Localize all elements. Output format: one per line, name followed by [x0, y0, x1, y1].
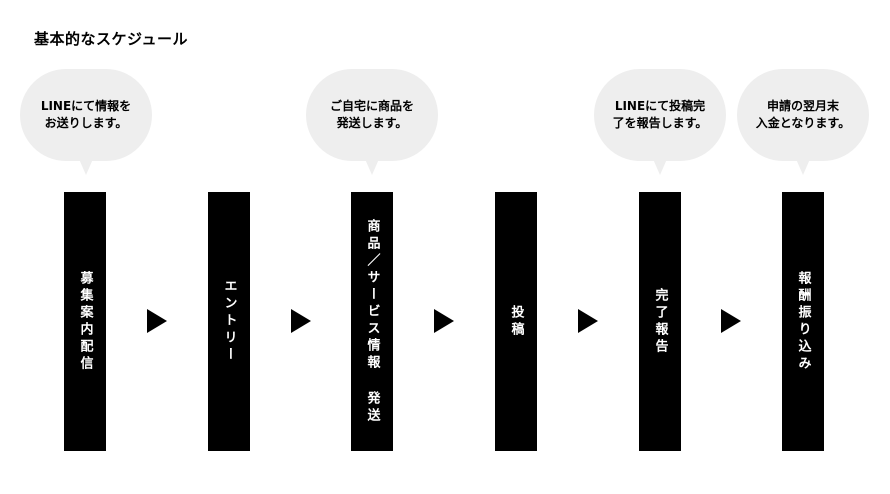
speech-bubble-text: LINEにて投稿完 了を報告します。: [612, 99, 708, 130]
arrow-right-icon: [578, 309, 598, 333]
step-label: 募集案内配信: [77, 270, 93, 373]
speech-bubble-text: ご自宅に商品を 発送します。: [329, 99, 414, 130]
speech-bubble-shipping: ご自宅に商品を 発送します。: [306, 69, 438, 175]
page-title: 基本的なスケジュール: [34, 30, 188, 48]
speech-bubble-text: LINEにて情報を お送りします。: [40, 99, 132, 130]
arrow-right-icon: [147, 309, 167, 333]
arrow-right-icon: [721, 309, 741, 333]
step-post: 投稿: [495, 192, 537, 451]
step-entry: エントリー: [208, 192, 250, 451]
step-payment: 報酬振り込み: [782, 192, 824, 451]
step-product-shipping: 商品／サービス情報 発送: [351, 192, 393, 451]
speech-bubble-completion: LINEにて投稿完 了を報告します。: [594, 69, 726, 175]
step-label: 投稿: [508, 304, 524, 339]
speech-bubble-payment: 申請の翌月末 入金となります。: [737, 69, 869, 175]
step-label: エントリー: [221, 279, 237, 364]
speech-bubble-recruitment: LINEにて情報を お送りします。: [20, 69, 152, 175]
step-label: 商品／サービス情報 発送: [364, 218, 380, 425]
step-label: 報酬振り込み: [795, 270, 811, 373]
step-recruitment: 募集案内配信: [64, 192, 106, 451]
arrow-right-icon: [291, 309, 311, 333]
speech-bubble-text: 申請の翌月末 入金となります。: [755, 99, 851, 130]
arrow-right-icon: [434, 309, 454, 333]
step-label: 完了報告: [652, 287, 668, 356]
step-completion-report: 完了報告: [639, 192, 681, 451]
